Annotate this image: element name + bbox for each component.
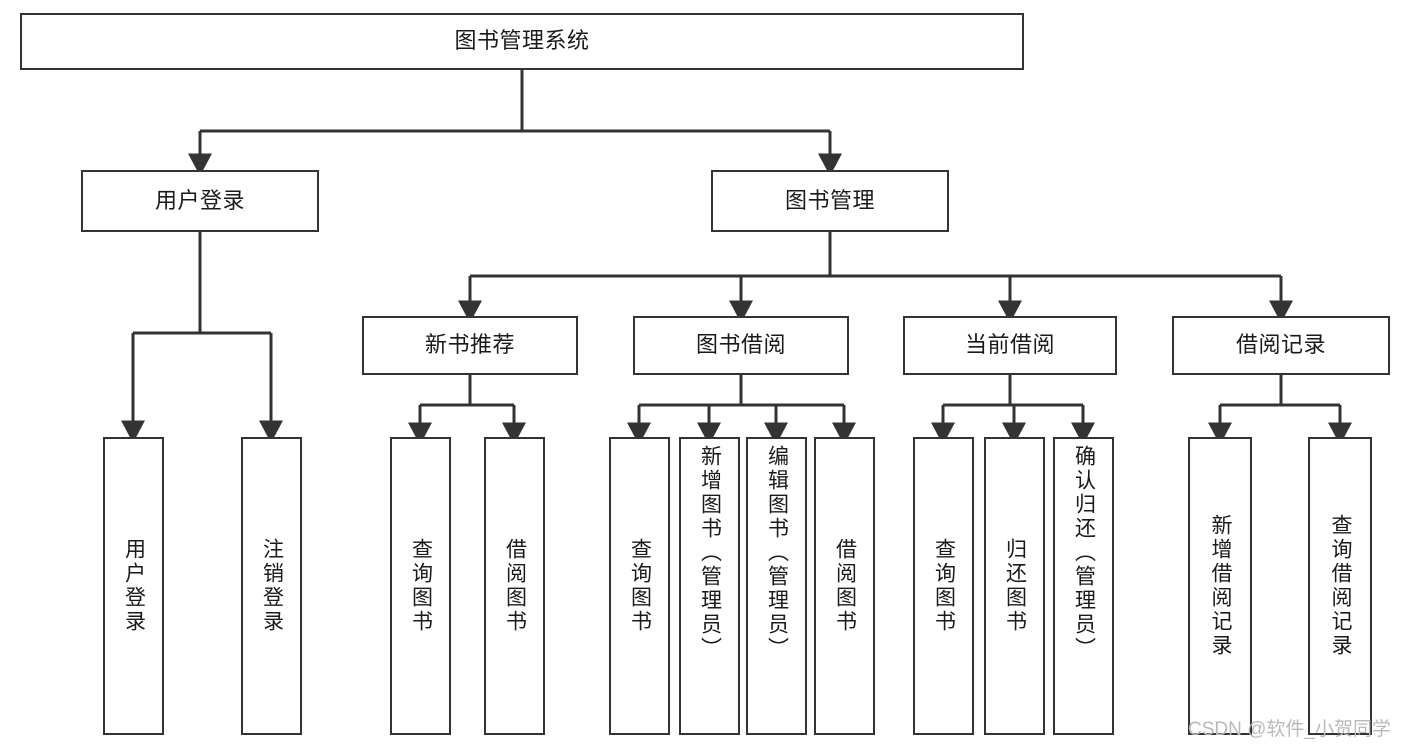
node-leaf-add-book-admin-label: 新增图书（管理员） [698, 445, 722, 661]
node-current-borrow-label: 当前借阅 [964, 332, 1055, 358]
node-leaf-return-book[interactable]: 归还图书 [984, 437, 1045, 735]
node-new-book-recommend-label: 新书推荐 [424, 332, 515, 358]
watermark-text: CSDN @软件_小贺同学 [1188, 719, 1391, 740]
node-leaf-query-borrow-record[interactable]: 查询借阅记录 [1308, 437, 1372, 735]
node-leaf-user-login-label: 用户登录 [122, 538, 146, 634]
node-leaf-edit-book-admin[interactable]: 编辑图书（管理员） [746, 437, 807, 735]
node-leaf-user-login[interactable]: 用户登录 [103, 437, 164, 735]
node-leaf-query-book-2[interactable]: 查询图书 [609, 437, 670, 735]
node-leaf-query-book-3-label: 查询图书 [932, 538, 956, 634]
node-leaf-query-book-1[interactable]: 查询图书 [390, 437, 451, 735]
node-leaf-return-book-label: 归还图书 [1003, 538, 1027, 634]
node-user-login-label: 用户登录 [154, 187, 245, 213]
node-root-label: 图书管理系统 [454, 28, 590, 54]
node-leaf-query-borrow-record-label: 查询借阅记录 [1329, 514, 1353, 658]
node-leaf-edit-book-admin-label: 编辑图书（管理员） [765, 445, 789, 661]
node-book-management-label: 图书管理 [784, 187, 875, 213]
node-leaf-add-borrow-record-label: 新增借阅记录 [1209, 514, 1233, 658]
node-leaf-query-book-3[interactable]: 查询图书 [913, 437, 974, 735]
node-leaf-confirm-return-admin[interactable]: 确认归还（管理员） [1053, 437, 1114, 735]
node-leaf-borrow-book-2-label: 借阅图书 [833, 538, 857, 634]
node-book-borrow[interactable]: 图书借阅 [633, 316, 849, 375]
node-leaf-add-book-admin[interactable]: 新增图书（管理员） [679, 437, 740, 735]
node-leaf-logout[interactable]: 注销登录 [241, 437, 302, 735]
node-leaf-logout-label: 注销登录 [260, 538, 284, 634]
node-root[interactable]: 图书管理系统 [20, 13, 1024, 70]
node-leaf-borrow-book-2[interactable]: 借阅图书 [814, 437, 875, 735]
node-leaf-query-book-1-label: 查询图书 [409, 538, 433, 634]
node-current-borrow[interactable]: 当前借阅 [903, 316, 1117, 375]
node-leaf-confirm-return-admin-label: 确认归还（管理员） [1072, 445, 1096, 661]
node-borrow-records[interactable]: 借阅记录 [1172, 316, 1390, 375]
node-leaf-query-book-2-label: 查询图书 [628, 538, 652, 634]
node-book-borrow-label: 图书借阅 [695, 332, 786, 358]
node-borrow-records-label: 借阅记录 [1235, 332, 1326, 358]
node-user-login[interactable]: 用户登录 [81, 170, 319, 232]
node-new-book-recommend[interactable]: 新书推荐 [362, 316, 578, 375]
node-leaf-borrow-book-1-label: 借阅图书 [503, 538, 527, 634]
node-leaf-add-borrow-record[interactable]: 新增借阅记录 [1188, 437, 1252, 735]
node-book-management[interactable]: 图书管理 [711, 170, 949, 232]
node-leaf-borrow-book-1[interactable]: 借阅图书 [484, 437, 545, 735]
